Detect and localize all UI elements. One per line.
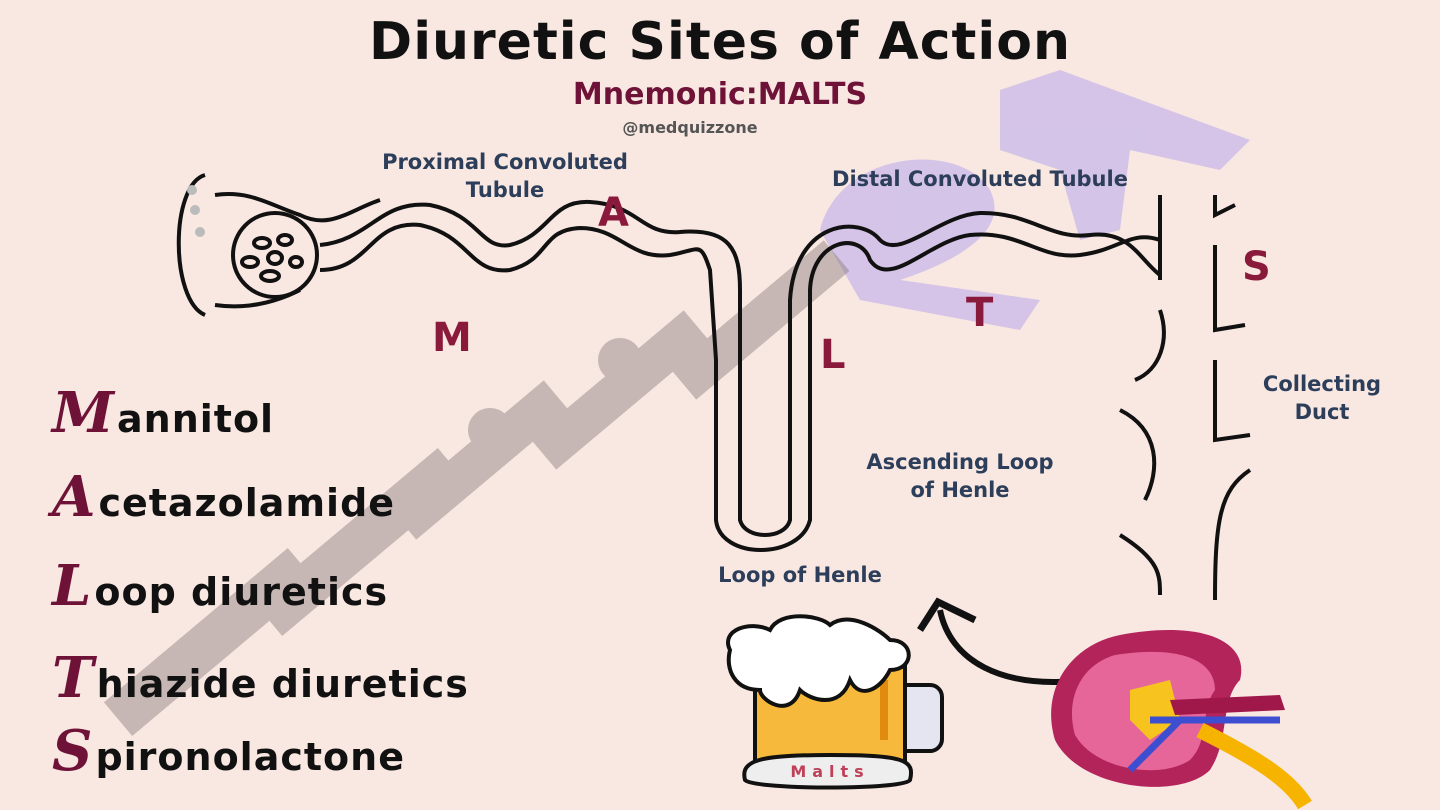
subtitle: Mnemonic:MALTS — [572, 77, 868, 112]
mnemonic-item: Acetazolamide — [52, 464, 396, 530]
watermark-hujjat — [103, 240, 850, 736]
label-ascending-loop: Ascending Loop of Henle — [866, 450, 1054, 502]
label-dct: Distal Convoluted Tubule — [832, 167, 1128, 191]
watermark-24 — [820, 70, 1250, 330]
collecting-duct — [1118, 195, 1252, 601]
glomerulus-icon — [176, 173, 381, 317]
author-handle: @medquizzone — [622, 118, 758, 137]
label-loop-of-henle: Loop of Henle — [718, 563, 882, 587]
site-letter-a: A — [598, 190, 629, 236]
mnemonic-item: Thiazide diuretics — [52, 645, 469, 711]
beer-mug-icon — [726, 614, 944, 790]
site-letter-m: M — [432, 315, 472, 361]
arrow-icon — [937, 609, 1086, 685]
site-letter-t: T — [966, 290, 994, 336]
mnemonic-item: Loop diuretics — [52, 553, 389, 619]
kidney-icon — [1051, 630, 1312, 810]
site-letter-l: L — [820, 332, 846, 378]
site-letter-s: S — [1242, 244, 1271, 290]
page-title: Diuretic Sites of Action — [369, 12, 1071, 72]
mug-label: Malts — [790, 762, 870, 781]
label-pct: Proximal Convoluted Tubule — [382, 150, 628, 202]
tubule-path — [319, 199, 1162, 552]
mnemonic-item: Spironolactone — [52, 718, 405, 784]
mnemonic-item: Mannitol — [52, 380, 275, 446]
label-collecting-duct: Collecting Duct — [1262, 372, 1382, 424]
